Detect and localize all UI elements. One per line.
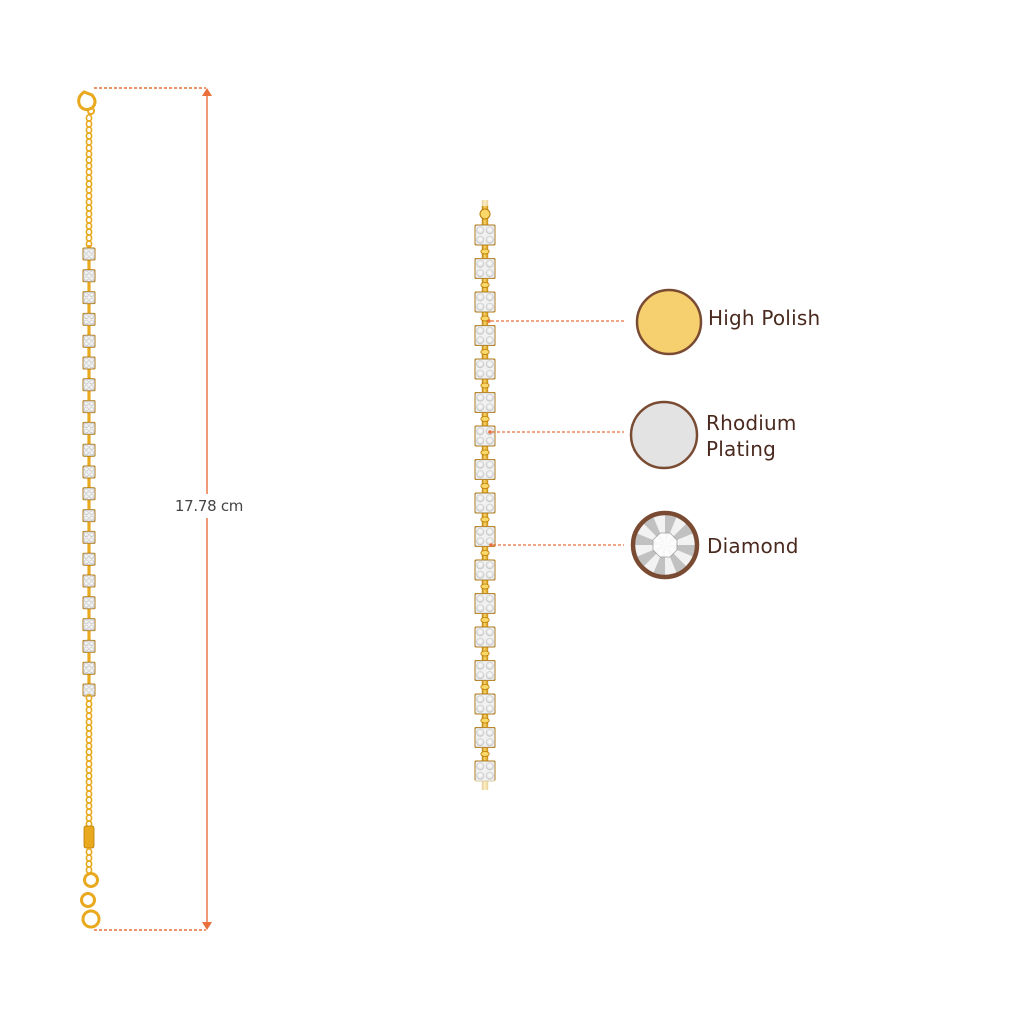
diamond-stone	[82, 378, 96, 392]
closeup-joint	[480, 382, 490, 389]
closeup-joint	[480, 282, 490, 288]
closeup-joint	[480, 650, 490, 657]
material-leader-lines	[487, 319, 624, 547]
diamond-table	[652, 532, 678, 558]
diamond-stone	[474, 459, 496, 480]
diamond-stone	[474, 626, 496, 648]
diamond-stone	[82, 530, 96, 544]
diamond-stone	[474, 425, 496, 447]
diamond-stone	[82, 443, 96, 457]
diamond-stone	[474, 760, 496, 782]
closeup-joint	[480, 583, 490, 590]
closeup-joint	[480, 617, 490, 623]
extender-ring	[83, 872, 99, 888]
gold-swatch-icon	[635, 288, 703, 356]
diamond-stone	[82, 421, 96, 435]
closeup-link	[479, 208, 491, 220]
bracelet-closeup	[471, 196, 499, 794]
diamond-stone	[82, 465, 96, 479]
extender-ring	[81, 909, 101, 929]
arrow-up-icon	[202, 88, 212, 96]
diamond-stone	[474, 660, 496, 681]
diamond-stone	[474, 727, 496, 748]
diamond-stone	[474, 224, 496, 246]
leader-dot	[489, 543, 493, 547]
diamond-stone	[82, 596, 96, 610]
fade-top	[471, 196, 499, 206]
diamond-stone	[474, 559, 496, 581]
closeup-joint	[480, 717, 490, 724]
closeup-joint	[480, 751, 490, 757]
diamond-stone	[474, 291, 496, 313]
diamond-stone	[82, 509, 96, 523]
diamond-stone	[82, 291, 96, 305]
closeup-joint	[480, 550, 490, 556]
diamond-swatch-icon	[630, 510, 700, 580]
material-label-rhodium-plating: Rhodium Plating	[706, 411, 797, 461]
closeup-joint	[480, 416, 490, 422]
diamond-stone	[474, 325, 496, 346]
closeup-joint	[480, 315, 490, 322]
diamond-stone	[474, 392, 496, 413]
diamond-stone	[474, 258, 496, 279]
extender-ring	[80, 892, 96, 908]
diamond-stone	[82, 269, 96, 283]
closeup-joint	[480, 684, 490, 690]
diamond-stone	[82, 552, 96, 566]
diamond-stone	[82, 356, 96, 370]
diamond-stone	[474, 526, 496, 547]
diamond-stone	[474, 358, 496, 380]
closeup-joint	[480, 248, 490, 255]
diamond-stone	[82, 334, 96, 348]
diamond-stone	[82, 683, 96, 697]
diamond-stone	[474, 593, 496, 614]
material-swatches	[629, 288, 703, 580]
clasp-ring	[87, 107, 95, 115]
material-label-diamond: Diamond	[707, 534, 799, 558]
arrow-down-icon	[202, 922, 212, 930]
diamond-stone	[82, 639, 96, 653]
material-label-high-polish: High Polish	[708, 306, 821, 330]
fade-bottom	[471, 780, 499, 794]
leader-dot	[487, 319, 491, 323]
diamond-stone	[82, 661, 96, 675]
diamond-stone	[82, 487, 96, 501]
leader-dot	[488, 430, 492, 434]
closeup-joint	[480, 349, 490, 355]
diamond-stone	[82, 312, 96, 326]
lobster-clasp	[77, 90, 97, 112]
diamond-stone	[82, 574, 96, 588]
diamond-stone	[474, 492, 496, 514]
diamond-stone	[82, 247, 96, 261]
brand-tag	[83, 825, 95, 849]
length-label: 17.78 cm	[160, 494, 258, 518]
diamond-stone	[474, 693, 496, 715]
full-bracelet	[77, 90, 101, 929]
diamond-stone	[82, 400, 96, 414]
closeup-joint	[480, 449, 490, 456]
rhodium-swatch-icon	[629, 400, 699, 470]
closeup-joint	[480, 516, 490, 523]
diamond-stone	[82, 618, 96, 632]
closeup-joint	[480, 483, 490, 489]
